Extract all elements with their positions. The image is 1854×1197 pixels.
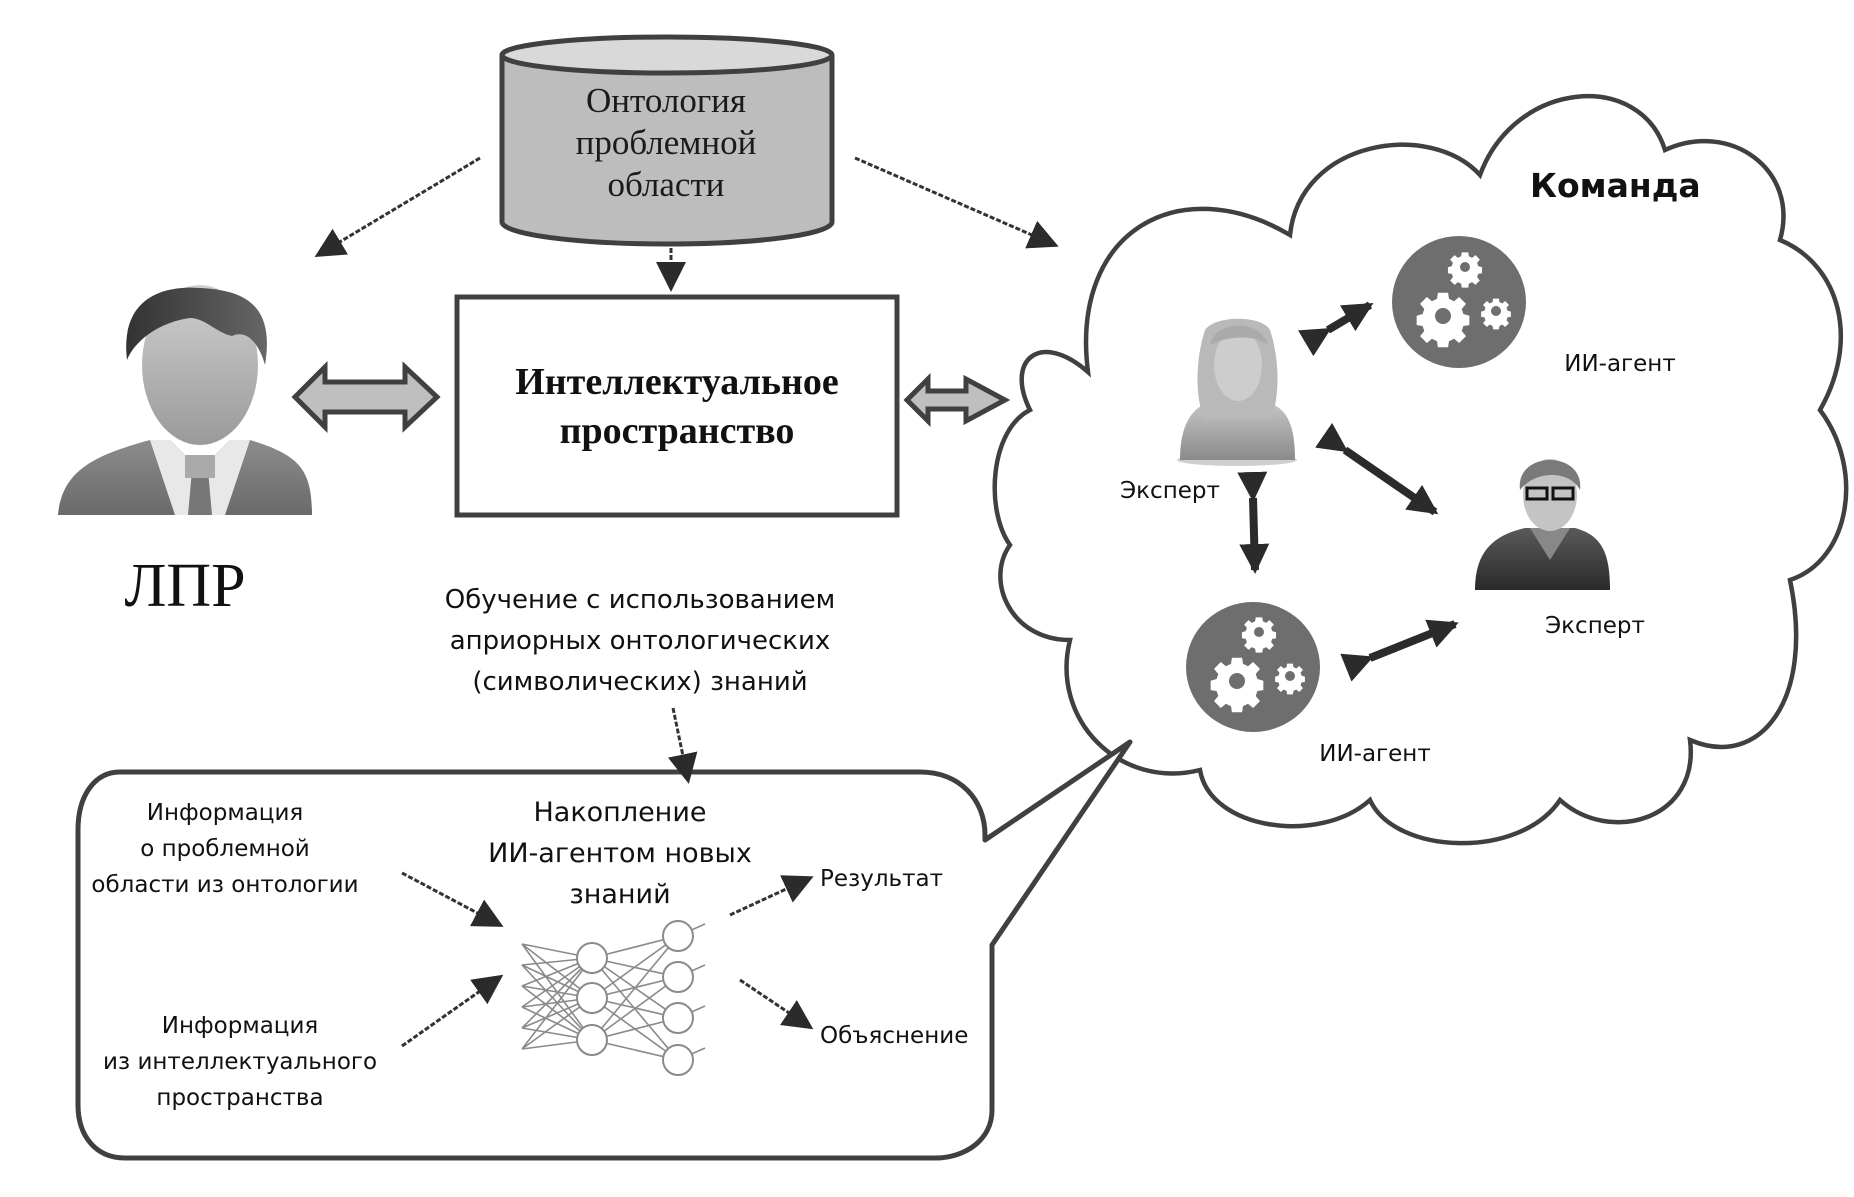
nn-output-node (662, 1002, 694, 1034)
arrow-expert1-agent2 (1237, 471, 1270, 574)
nn-output-node (662, 1044, 694, 1076)
arrow-agent2-expert2 (1340, 619, 1459, 682)
input-ontology-info: Информация о проблемной области из онтол… (75, 795, 375, 903)
expert-female-avatar (1177, 318, 1297, 466)
input-line: из интеллектуального (102, 1049, 378, 1075)
nn-output-node (662, 920, 694, 952)
intellectual-space-label: Интеллектуальное пространство (457, 358, 897, 456)
nn-connection (591, 935, 679, 1041)
ontology-line: проблемной (575, 123, 757, 162)
ai-agent-label: ИИ-агент (1319, 741, 1431, 767)
dashed-arrow-learning-to-callout (668, 707, 698, 784)
output-result-label: Результат (820, 866, 944, 892)
intellectual-space-line: Интеллектуальное (515, 361, 839, 403)
learning-note-line: (символических) знаний (472, 667, 808, 697)
input-line: Информация (161, 1013, 319, 1039)
intellectual-space-box (454, 294, 900, 518)
input-line: области из онтологии (91, 872, 359, 898)
dashed-arrow-ontology-to-team (854, 156, 1059, 249)
ontology-label: Онтология проблемной области (501, 80, 831, 206)
ontology-database (499, 34, 835, 247)
callout-title: Накопление ИИ-агентом новых знаний (440, 792, 800, 915)
decision-maker-label: ЛПР (124, 552, 246, 620)
learning-note-line: априорных онтологических (449, 626, 831, 656)
input-line: пространства (156, 1085, 324, 1111)
team-title: Команда (1530, 166, 1701, 205)
dashed-arrow-input2-to-network (401, 974, 504, 1048)
learning-note-line: Обучение с использованием (444, 585, 836, 615)
input-line: Информация (146, 800, 304, 826)
team-cloud (992, 93, 1849, 846)
nn-hidden-node (576, 982, 608, 1014)
nn-hidden-node (576, 942, 608, 974)
intellectual-space-line: пространство (559, 410, 795, 452)
nn-connection (591, 935, 679, 999)
nn-hidden-node (576, 1024, 608, 1056)
callout-title-line: знаний (569, 879, 671, 910)
ai-agent-label: ИИ-агент (1564, 351, 1676, 377)
nn-connection (521, 957, 593, 1029)
arrow-expert1-agent1 (1297, 301, 1374, 357)
nn-output-node (662, 961, 694, 993)
ontology-line: Онтология (585, 81, 747, 120)
nn-connection (521, 957, 593, 1050)
ai-agent-icon (1186, 602, 1320, 732)
dashed-arrow-ontology-to-lpr (314, 156, 481, 258)
ontology-line: области (607, 165, 725, 204)
callout-title-line: ИИ-агентом новых (488, 838, 752, 869)
ai-agent-icon (1392, 236, 1526, 368)
arrow-expert1-expert2 (1315, 422, 1439, 516)
dashed-arrow-network-to-result (729, 875, 814, 917)
expert-label: Эксперт (1120, 478, 1220, 504)
double-arrow-lpr-space (291, 360, 441, 434)
nn-connection (591, 976, 679, 1041)
decision-maker-avatar (58, 285, 312, 515)
expert-male-avatar (1475, 459, 1610, 590)
learning-note: Обучение с использованием априорных онто… (410, 580, 870, 703)
dashed-arrow-input1-to-network (401, 871, 504, 927)
input-line: о проблемной (140, 836, 310, 862)
output-explanation-label: Объяснение (820, 1023, 969, 1049)
input-space-info: Информация из интеллектуального простран… (80, 1008, 400, 1116)
expert-label: Эксперт (1545, 613, 1645, 639)
double-arrow-space-team (903, 372, 1011, 428)
dashed-arrow-network-to-explanation (739, 978, 814, 1030)
callout-title-line: Накопление (533, 797, 707, 828)
neural-network-icon (521, 920, 706, 1076)
